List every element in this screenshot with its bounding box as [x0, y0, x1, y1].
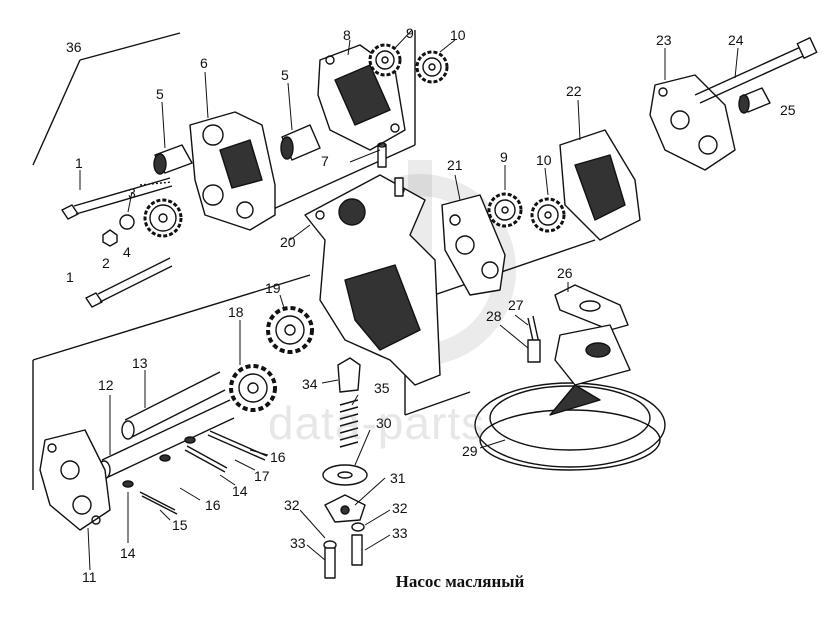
pin-14-mid	[184, 445, 228, 473]
pin-16-mid	[159, 454, 171, 462]
callout-32-right: 32	[392, 500, 408, 516]
callout-24: 24	[728, 32, 744, 48]
callout-23: 23	[656, 32, 672, 48]
callout-14-left: 14	[120, 545, 136, 561]
callout-35: 35	[374, 380, 390, 396]
gear-4	[143, 198, 183, 238]
gear-10-mid	[530, 197, 566, 233]
callout-34: 34	[302, 376, 318, 392]
bolt-1-lower	[85, 257, 173, 308]
gear-9-mid	[487, 192, 523, 228]
callout-29: 29	[462, 443, 478, 459]
pin-14-left	[122, 480, 134, 488]
callout-11: 11	[82, 569, 97, 585]
callout-1-upper: 1	[75, 155, 83, 171]
watermark-text: data-parts	[268, 397, 486, 449]
callout-3: 3	[128, 185, 136, 201]
oil-strainer-29	[474, 324, 666, 471]
pin-15	[139, 491, 178, 515]
callout-20: 20	[280, 234, 296, 250]
gear-10-upper	[415, 50, 449, 84]
gasket-26	[554, 284, 629, 331]
gear-19	[266, 306, 314, 354]
callout-16-mid: 16	[205, 497, 221, 513]
callout-1-lower: 1	[66, 269, 74, 285]
nut-2	[102, 229, 118, 247]
bolt-33-right	[351, 534, 363, 566]
pin-17	[184, 436, 196, 444]
plate-31	[324, 494, 366, 523]
bushing-25	[738, 87, 771, 114]
callout-7: 7	[321, 153, 329, 169]
valve-34	[337, 357, 361, 393]
washer-3	[119, 214, 135, 230]
callout-15: 15	[172, 517, 188, 533]
callout-33-right: 33	[392, 525, 408, 541]
pump-housing-6	[189, 111, 276, 231]
callout-21: 21	[447, 157, 463, 173]
callout-27: 27	[508, 297, 524, 313]
bushing-5-left	[153, 144, 193, 175]
washer-30	[322, 464, 368, 486]
callout-22: 22	[566, 83, 582, 99]
callout-8: 8	[343, 27, 351, 43]
spring-35	[339, 399, 359, 448]
callout-9-mid: 9	[500, 149, 508, 165]
cover-11	[39, 429, 111, 531]
callout-32-left: 32	[284, 497, 300, 513]
washer-32-right	[351, 522, 365, 532]
callout-26: 26	[557, 265, 573, 281]
callout-16-right: 16	[270, 449, 286, 465]
cover-23	[649, 74, 736, 171]
callout-6: 6	[200, 55, 208, 71]
callout-13: 13	[132, 355, 148, 371]
callout-28: 28	[486, 308, 502, 324]
callout-9-upper: 9	[406, 25, 414, 41]
callout-17: 17	[254, 468, 270, 484]
shaft-24	[694, 37, 818, 104]
cover-22	[559, 129, 641, 241]
callout-36: 36	[66, 39, 82, 55]
callout-14-mid: 14	[232, 483, 248, 499]
callout-33-left: 33	[290, 535, 306, 551]
callout-5-left: 5	[156, 86, 164, 102]
callout-10-upper: 10	[450, 27, 466, 43]
gasket-plate-21	[441, 194, 506, 296]
shaft-12	[97, 399, 235, 480]
gear-18	[229, 364, 277, 412]
bolt-33-left	[324, 547, 336, 579]
bolt-1-upper	[61, 177, 173, 220]
bolt-28	[527, 339, 541, 363]
pump-body-20	[304, 174, 441, 386]
gear-9-upper	[368, 43, 402, 77]
callout-31: 31	[390, 470, 406, 486]
pin-16-right	[207, 430, 268, 461]
callout-labels: 36 6 8 9 10 23 24 5 5 25 22 1 3 7 21 9 1…	[66, 25, 796, 585]
callout-4: 4	[123, 244, 131, 260]
callout-19: 19	[265, 280, 281, 296]
diagram-caption: Насос масляный	[395, 572, 525, 591]
callout-25: 25	[780, 102, 796, 118]
leader-lines	[79, 29, 739, 571]
callout-12: 12	[98, 377, 114, 393]
bushing-5-right	[280, 124, 321, 161]
callout-5-right: 5	[281, 67, 289, 83]
callout-10-mid: 10	[536, 152, 552, 168]
shaft-13	[121, 371, 226, 440]
pin-7	[377, 142, 387, 168]
callout-2: 2	[102, 255, 110, 271]
callout-30: 30	[376, 415, 392, 431]
callout-18: 18	[228, 304, 244, 320]
